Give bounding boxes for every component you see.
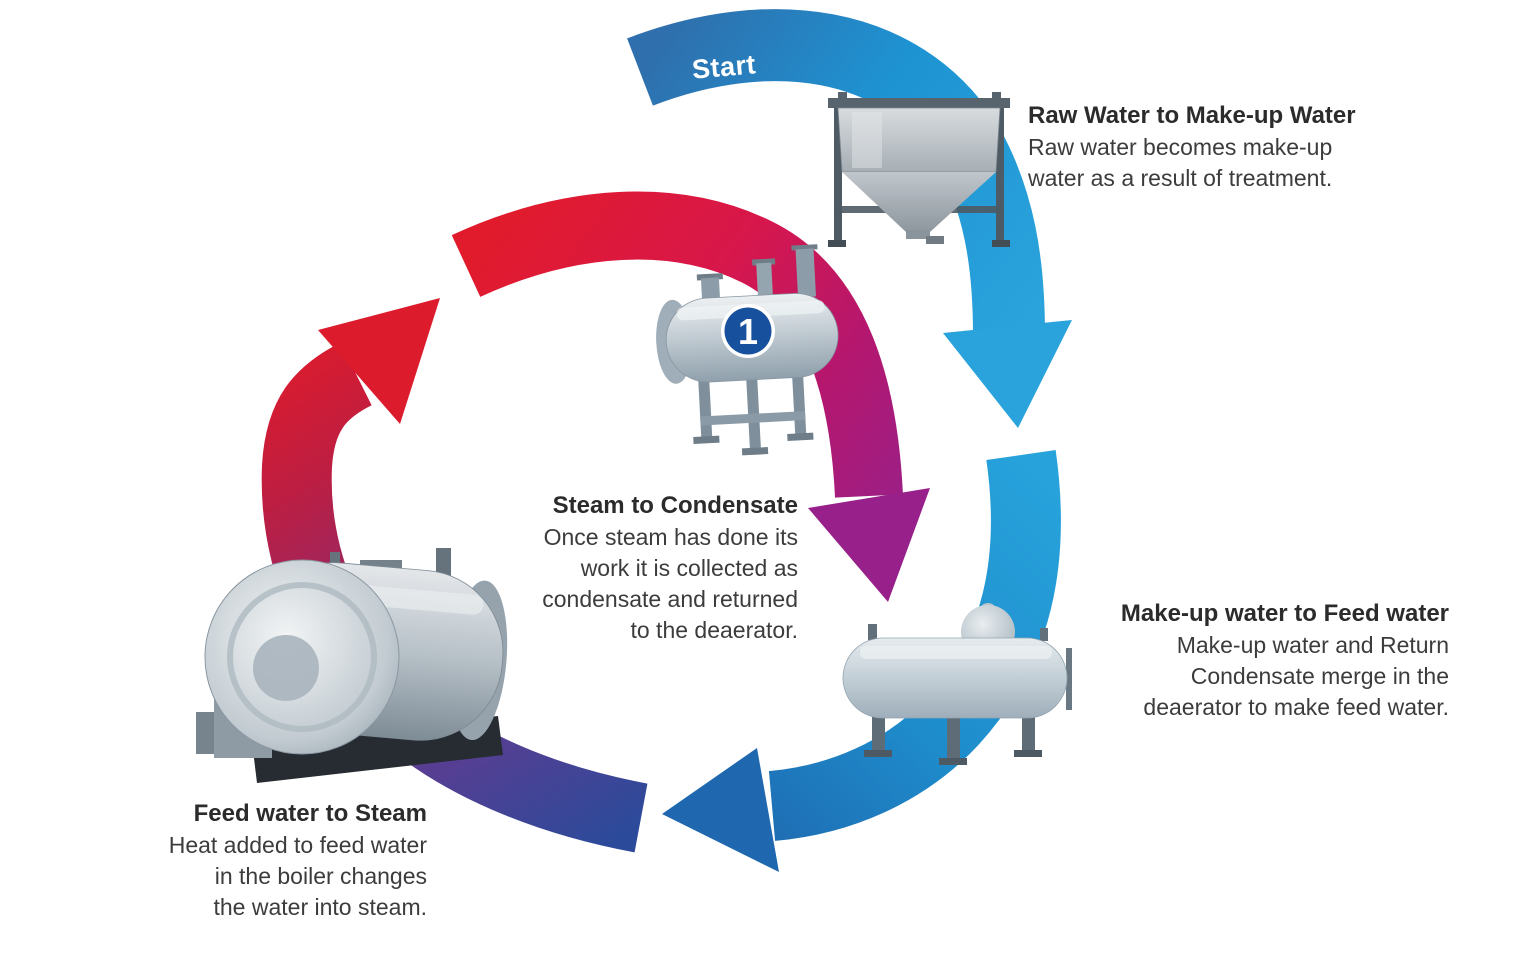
stage-steam-condensate-line: condensate and returned: [542, 586, 798, 612]
boiler-illustration: [196, 548, 508, 783]
stage-makeup-feed-line: Condensate merge in the: [1190, 663, 1449, 689]
stage-makeup-feed-heading: Make-up water to Feed water: [1120, 600, 1449, 627]
stage-raw-water-line: Raw water becomes make-up: [1028, 134, 1333, 160]
step-1-badge-number: 1: [738, 311, 758, 352]
stage-steam-condensate-line: Once steam has done its: [543, 524, 798, 550]
blue-arrowhead-icon: [662, 748, 779, 872]
stage-makeup-feed-line: deaerator to make feed water.: [1143, 694, 1449, 720]
stage-feed-steam-line: Heat added to feed water: [168, 832, 427, 858]
stage-raw-water-heading: Raw Water to Make-up Water: [1028, 102, 1356, 129]
stage-raw-water-text: Raw Water to Make-up Water Raw water bec…: [1028, 100, 1428, 194]
start-arrowhead-icon: [943, 320, 1072, 428]
stage-makeup-feed-text: Make-up water to Feed water Make-up wate…: [1009, 598, 1449, 723]
stage-makeup-feed-line: Make-up water and Return: [1176, 632, 1449, 658]
stage-raw-water-line: water as a result of treatment.: [1028, 165, 1333, 191]
stage-feed-steam-line: in the boiler changes: [214, 863, 427, 889]
stage-feed-steam-line: the water into steam.: [213, 894, 428, 920]
stage-steam-condensate-heading: Steam to Condensate: [552, 492, 798, 519]
magenta-arrowhead-icon: [808, 488, 930, 602]
stage-steam-condensate-line: work it is collected as: [580, 555, 798, 581]
stage-feed-steam-heading: Feed water to Steam: [193, 800, 427, 827]
red-magenta-arrow-band: [451, 191, 903, 498]
stage-steam-condensate-text: Steam to Condensate Once steam has done …: [398, 490, 798, 646]
step-1-badge: 1: [721, 304, 775, 358]
raw-water-treatment-tank-illustration: [828, 92, 1010, 247]
start-banner-label: Start: [690, 49, 758, 85]
deaerator-illustration: [842, 603, 1072, 765]
stage-feed-steam-text: Feed water to Steam Heat added to feed w…: [47, 798, 427, 923]
steam-to-condensate-arrow: [451, 191, 930, 602]
stage-steam-condensate-line: to the deaerator.: [630, 617, 798, 643]
red-arrowhead-icon: [318, 298, 440, 424]
